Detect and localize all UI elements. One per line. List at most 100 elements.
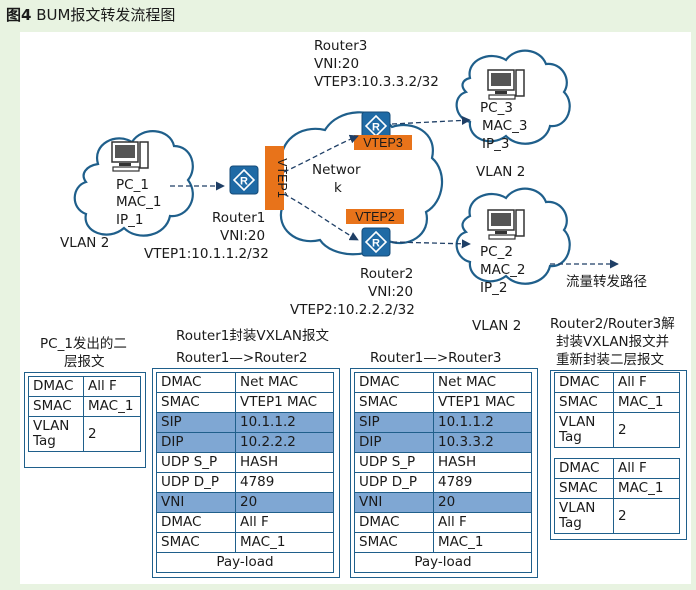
vtep2-tag [346, 209, 404, 224]
vtep2-tag-label: VTEP2 [355, 210, 395, 224]
pc1-computer-icon [111, 141, 149, 172]
pc3-vlan: VLAN 2 [476, 164, 526, 180]
caption-pc1-out-1: PC_1发出的二 [40, 336, 127, 352]
network-label-line1: Networ [312, 162, 361, 178]
table-row: Pay-load [354, 552, 532, 573]
path-r1-r2 [283, 193, 359, 241]
path-r3-pc3 [391, 115, 471, 125]
field-name: VLAN Tag [554, 412, 614, 448]
field-name: DIP [156, 432, 236, 453]
field-name: UDP D_P [354, 472, 434, 493]
field-value: 20 [235, 492, 334, 513]
payload-cell: Pay-load [156, 552, 334, 573]
field-value: HASH [235, 452, 334, 473]
field-value: MAC_1 [235, 532, 334, 553]
field-name: VNI [156, 492, 236, 513]
field-value: MAC_1 [433, 532, 532, 553]
pc1-ip: IP_1 [116, 212, 144, 228]
caption-r23-1: Router2/Router3解 [550, 316, 675, 332]
field-name: DMAC [156, 512, 236, 533]
caption-r1-to-r3: Router1—>Router3 [370, 350, 502, 366]
field-name: SIP [156, 412, 236, 433]
field-name: DMAC [354, 372, 434, 393]
router1-name: Router1 [212, 210, 266, 226]
field-value: MAC_1 [613, 478, 680, 499]
field-value: 2 [613, 498, 680, 534]
field-name: UDP D_P [156, 472, 236, 493]
field-value: All F [235, 512, 334, 533]
r1-r3-packet-box [350, 368, 538, 578]
pc3-mac: MAC_3 [482, 118, 528, 134]
pc1-name: PC_1 [116, 177, 149, 193]
pc2-computer-icon [487, 209, 525, 240]
field-name: SIP [354, 412, 434, 433]
field-value: All F [613, 372, 680, 393]
r23-frames-box [550, 370, 687, 540]
field-name: VNI [354, 492, 434, 513]
field-value: 4789 [235, 472, 334, 493]
field-value: 10.1.1.2 [433, 412, 532, 433]
field-name: SMAC [28, 396, 84, 417]
field-value: HASH [433, 452, 532, 473]
field-name: DIP [354, 432, 434, 453]
network-label-line2: k [334, 180, 342, 196]
network-cloud [267, 111, 444, 256]
vtep3-tag [354, 135, 412, 150]
router3-name: Router3 [314, 38, 368, 54]
caption-r1-to-r2: Router1—>Router2 [176, 350, 308, 366]
pc3-computer-icon [487, 69, 525, 100]
table-row: Pay-load [156, 552, 334, 573]
field-name: DMAC [28, 376, 84, 397]
figure-title: 图4 BUM报文转发流程图 [6, 6, 176, 24]
field-name: VLAN Tag [28, 416, 84, 452]
field-name: DMAC [554, 372, 614, 393]
pc3-name: PC_3 [480, 100, 513, 116]
pc1-frame-box [24, 372, 146, 468]
field-name: UDP S_P [354, 452, 434, 473]
pc3-ip: IP_3 [482, 136, 510, 152]
field-value: Net MAC [235, 372, 334, 393]
field-value: 10.1.1.2 [235, 412, 334, 433]
pc2-ip: IP_2 [480, 280, 508, 296]
caption-r1-encap: Router1封装VXLAN报文 [176, 328, 329, 344]
pc1-cloud [73, 130, 194, 237]
field-name: SMAC [554, 478, 614, 499]
field-name: SMAC [554, 392, 614, 413]
router1-vtep: VTEP1:10.1.1.2/32 [144, 246, 269, 262]
vtep1-tag [265, 146, 284, 210]
router2-icon [361, 227, 391, 257]
field-value: MAC_1 [613, 392, 680, 413]
vtep3-tag-label: VTEP3 [363, 136, 403, 150]
r1-r2-packet-box [152, 368, 340, 578]
router3-vtep: VTEP3:10.3.3.2/32 [314, 74, 439, 90]
caption-r23-2: 封装VXLAN报文并 [556, 334, 670, 350]
path-r2-pc2 [391, 239, 471, 249]
field-value: 2 [613, 412, 680, 448]
